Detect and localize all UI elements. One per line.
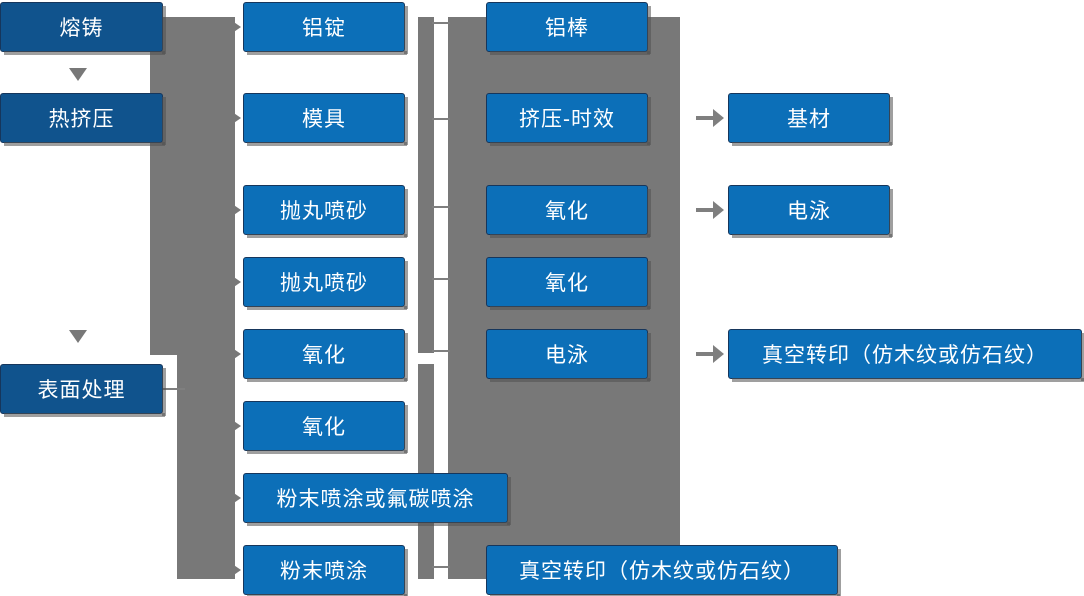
arrow-extrusion-to-surface-icon [69,330,87,343]
process-node-powder-or-pvdf[interactable]: 粉末喷涂或氟碳喷涂 [243,473,511,526]
arrow-to-die-icon [228,109,241,127]
arrow-stem [696,352,713,356]
tick-connector-2 [432,118,450,120]
treatment-node-electrophoresis[interactable]: 电泳 [486,329,651,382]
surface-treatment-connector [163,388,185,390]
stage-node-melt-cast[interactable]: 熔铸 [0,2,166,55]
arrow-to-aluminum-ingot-icon [228,18,241,36]
stage-node-surface-treatment[interactable]: 表面处理 [0,364,166,417]
treatment-node-oxidation-2[interactable]: 氧化 [486,257,651,310]
arrow-to-vacuum-transfer [696,345,724,363]
treatment-tick-rail-lower [418,364,434,579]
output-node-substrate[interactable]: 基材 [728,93,893,146]
treatment-node-extrusion-aging[interactable]: 挤压-时效 [486,93,651,146]
arrow-melt-to-extrusion-icon [69,68,87,81]
process-node-powder-coating[interactable]: 粉末喷涂 [243,545,408,596]
arrow-to-powder-coating-icon [228,561,241,579]
stage-node-hot-extrusion[interactable]: 热挤压 [0,93,166,146]
process-node-oxidation-1[interactable]: 氧化 [243,329,408,382]
arrow-to-powder-or-pvdf-icon [228,489,241,507]
arrow-to-substrate [696,109,724,127]
arrow-to-shot-blast-2-icon [228,273,241,291]
arrow-stem [696,208,713,212]
arrow-head-icon [713,201,724,219]
process-node-oxidation-2[interactable]: 氧化 [243,401,408,454]
tick-connector-4 [432,278,450,280]
arrow-to-oxidation-2-icon [228,417,241,435]
tick-connector-1 [432,22,450,24]
treatment-tick-rail-upper [418,17,434,353]
process-node-shot-blast-2[interactable]: 抛丸喷砂 [243,257,408,310]
treatment-node-aluminum-bar[interactable]: 铝棒 [486,2,651,55]
arrow-stem [696,116,713,120]
arrow-to-electrophoresis [696,201,724,219]
process-node-die[interactable]: 模具 [243,93,408,146]
treatment-node-vacuum-transfer[interactable]: 真空转印（仿木纹或仿石纹） [486,545,841,596]
process-node-shot-blast-1[interactable]: 抛丸喷砂 [243,185,408,238]
process-node-aluminum-ingot[interactable]: 铝锭 [243,2,408,55]
tick-connector-6 [432,566,450,568]
arrow-to-shot-blast-1-icon [228,201,241,219]
tick-connector-5 [432,350,450,352]
stage-trunk-upper [150,17,235,355]
treatment-node-oxidation-1[interactable]: 氧化 [486,185,651,238]
output-node-electrophoresis[interactable]: 电泳 [728,185,893,238]
arrow-head-icon [713,109,724,127]
tick-connector-3 [432,206,450,208]
arrow-head-icon [713,345,724,363]
arrow-to-oxidation-1-icon [228,345,241,363]
output-node-vacuum-transfer[interactable]: 真空转印（仿木纹或仿石纹） [728,329,1084,382]
